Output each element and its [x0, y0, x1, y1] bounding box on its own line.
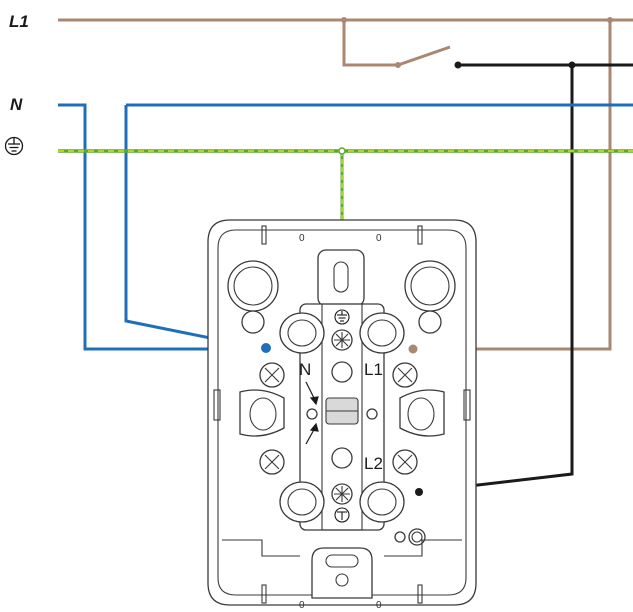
mark-bottom-left: 0	[299, 600, 305, 611]
terminal-n-label: N	[299, 360, 311, 379]
line-l1-label: L1	[9, 12, 29, 31]
n-arrows	[305, 381, 319, 445]
screw-right-lower	[392, 449, 418, 475]
ground-terminal-icon	[334, 309, 350, 325]
l1-terminal-dot	[408, 344, 418, 354]
mounting-boss-right	[404, 260, 456, 334]
screw-left-upper	[259, 362, 285, 388]
neutral-label: N	[10, 95, 23, 114]
terminal-l2-bottom	[359, 481, 405, 523]
screw-ground-bottom	[331, 483, 353, 505]
screw-right-upper	[392, 362, 418, 388]
mark-bottom-right: 0	[376, 600, 382, 611]
plate-rib-left	[222, 539, 300, 557]
terminal-n-bottom	[279, 481, 325, 523]
switch-contact	[454, 61, 462, 69]
switch-pivot	[395, 62, 401, 68]
l2-terminal-dot	[415, 488, 423, 496]
ground-junction	[338, 147, 346, 155]
mounting-boss-left	[227, 260, 279, 334]
center-slot-top	[317, 249, 365, 307]
small-hole-pair	[394, 528, 426, 546]
terminal-l2-label: L2	[364, 454, 383, 473]
terminal-l1-label: L1	[364, 360, 383, 379]
switched-junction	[568, 61, 576, 69]
clamp-left	[239, 389, 285, 437]
pin-left	[306, 408, 318, 420]
plate-rib-right	[384, 539, 462, 557]
l1-junction-1	[341, 17, 347, 23]
clamp-right	[399, 389, 445, 437]
terminal-n-top	[279, 312, 325, 354]
ground-icon	[4, 136, 24, 156]
pin-right	[366, 408, 378, 420]
terminal-l1-top	[359, 312, 405, 354]
screw-left-lower	[259, 449, 285, 475]
mark-top-right: 0	[376, 233, 382, 244]
mark-top-left: 0	[299, 233, 305, 244]
neutral-terminal-dot	[261, 343, 271, 353]
screw-ground-top	[331, 329, 353, 351]
earth-terminal-icon	[334, 507, 350, 523]
l1-junction-2	[607, 17, 613, 23]
terminal-block	[299, 303, 385, 531]
center-slot-bottom	[311, 547, 373, 599]
